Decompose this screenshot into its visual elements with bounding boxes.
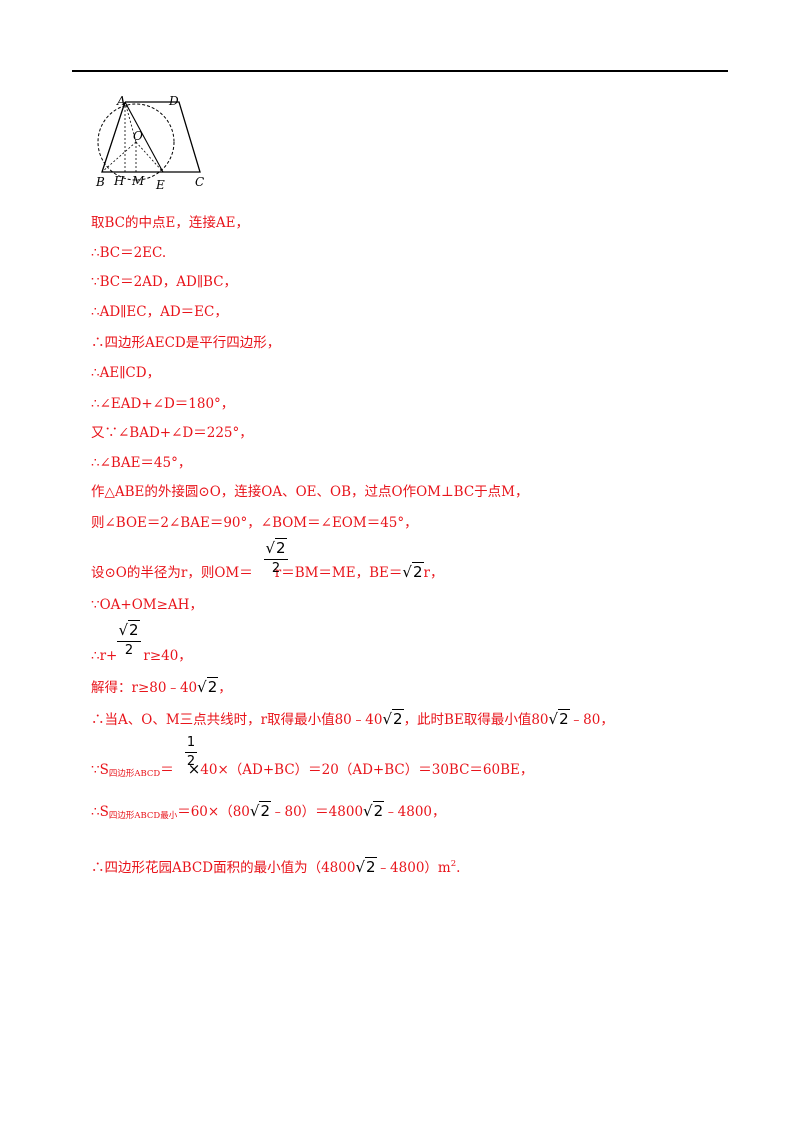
sqrt-2: √2	[197, 677, 219, 696]
line-17-text-b: ＝	[160, 762, 174, 778]
line-6: ∴AE∥CD，	[91, 365, 161, 381]
circumcircle	[97, 103, 175, 181]
line-12-text-b: r＝BM＝ME，BE＝	[274, 565, 403, 581]
sqrt-2: √2	[548, 709, 570, 728]
line-19-superscript: 2	[450, 859, 457, 869]
sqrt-2: √2	[355, 857, 377, 876]
line-16-text-b: ，此时BE取得最小值80	[403, 712, 549, 728]
line-18: ∴S四边形ABCD最小＝60×（80√2﹣80）＝4800√2﹣4800，	[91, 801, 446, 825]
line-11: 则∠BOE＝2∠BAE＝90°，∠BOM＝∠EOM＝45°，	[91, 515, 418, 531]
line-5: ∴四边形AECD是平行四边形，	[91, 335, 281, 351]
line-19-text-b: ﹣4800）m	[376, 860, 451, 876]
line-14-text-b: r≥40，	[143, 648, 192, 664]
label-o: O	[133, 129, 143, 143]
line-18-text-b: ＝60×（80	[177, 804, 250, 820]
segment-ae	[124, 101, 164, 173]
line-17-subscript: 四边形ABCD	[108, 769, 161, 779]
line-19-text-a: ∴四边形花园ABCD面积的最小值为（4800	[91, 860, 356, 876]
line-12-text-a: 设⊙O的半径为r，则OM＝	[91, 565, 253, 581]
line-15-text-a: 解得：r≥80﹣40	[91, 680, 198, 696]
segment-oa	[124, 101, 137, 143]
line-18-text-d: ﹣4800，	[384, 804, 446, 820]
line-4: ∴AD∥EC，AD＝EC，	[91, 304, 228, 320]
label-d: D	[168, 94, 179, 108]
line-16: ∴当A、O、M三点共线时，r取得最小值80﹣40√2，此时BE取得最小值80√2…	[91, 709, 614, 729]
segment-ob	[101, 141, 137, 173]
label-a: A	[116, 94, 126, 108]
line-7: ∴∠EAD+∠D＝180°，	[91, 396, 235, 412]
sqrt-2: √2	[249, 801, 271, 820]
line-17: ∵S四边形ABCD＝ ×40×（AD+BC）＝20（AD+BC）＝30BC＝60B…	[91, 760, 533, 783]
label-c: C	[195, 175, 204, 189]
fraction-sqrt2-over-2-b: √2 2	[117, 620, 141, 659]
line-19-text-c: .	[456, 860, 461, 876]
header-rule	[72, 70, 728, 72]
fraction-sqrt2-over-2: √2 2	[264, 538, 288, 577]
line-9: ∴∠BAE＝45°，	[91, 455, 192, 471]
label-e: E	[155, 178, 165, 192]
line-3: ∵BC＝2AD，AD∥BC，	[91, 274, 238, 290]
geometry-figure: A D O B H M E C	[95, 94, 204, 192]
fraction-1-over-2: 1 2	[185, 735, 197, 769]
line-18-text-c: ﹣80）＝4800	[271, 804, 364, 820]
line-16-text-a: ∴当A、O、M三点共线时，r取得最小值80﹣40	[91, 712, 383, 728]
label-m: M	[131, 174, 145, 188]
label-b: B	[95, 175, 105, 189]
line-12-text-c: r，	[423, 565, 444, 581]
line-17-text-a: ∵S	[91, 762, 109, 778]
line-18-text-a: ∴S	[91, 804, 109, 820]
line-2: ∴BC＝2EC.	[91, 245, 167, 261]
sqrt-2: √2	[382, 709, 404, 728]
line-14: ∴r+ r≥40，	[91, 647, 192, 665]
line-18-subscript: 四边形ABCD最小	[108, 811, 178, 821]
times-sign: ×	[187, 760, 201, 778]
line-13: ∵OA+OM≥AH，	[91, 597, 203, 613]
line-19: ∴四边形花园ABCD面积的最小值为（4800√2﹣4800）m2.	[91, 855, 460, 877]
line-15-text-b: ，	[218, 680, 232, 696]
line-17-text-c: 40×（AD+BC）＝20（AD+BC）＝30BC＝60BE，	[200, 762, 534, 778]
line-12: 设⊙O的半径为r，则OM＝ r＝BM＝ME，BE＝√2r，	[91, 562, 444, 582]
line-14-text-a: ∴r+	[91, 648, 118, 664]
line-8: 又∵∠BAD+∠D＝225°，	[91, 425, 253, 441]
sqrt-2: √2	[363, 801, 385, 820]
line-16-text-c: ﹣80，	[569, 712, 614, 728]
trapezoid-abcd	[101, 101, 201, 173]
line-15: 解得：r≥80﹣40√2，	[91, 677, 232, 697]
line-1: 取BC的中点E，连接AE，	[91, 215, 249, 231]
sqrt-2: √2	[402, 562, 424, 581]
line-10: 作△ABE的外接圆⊙O，连接OA、OE、OB，过点O作OM⊥BC于点M，	[91, 484, 529, 500]
label-h: H	[113, 174, 125, 188]
segment-oe	[135, 141, 164, 173]
